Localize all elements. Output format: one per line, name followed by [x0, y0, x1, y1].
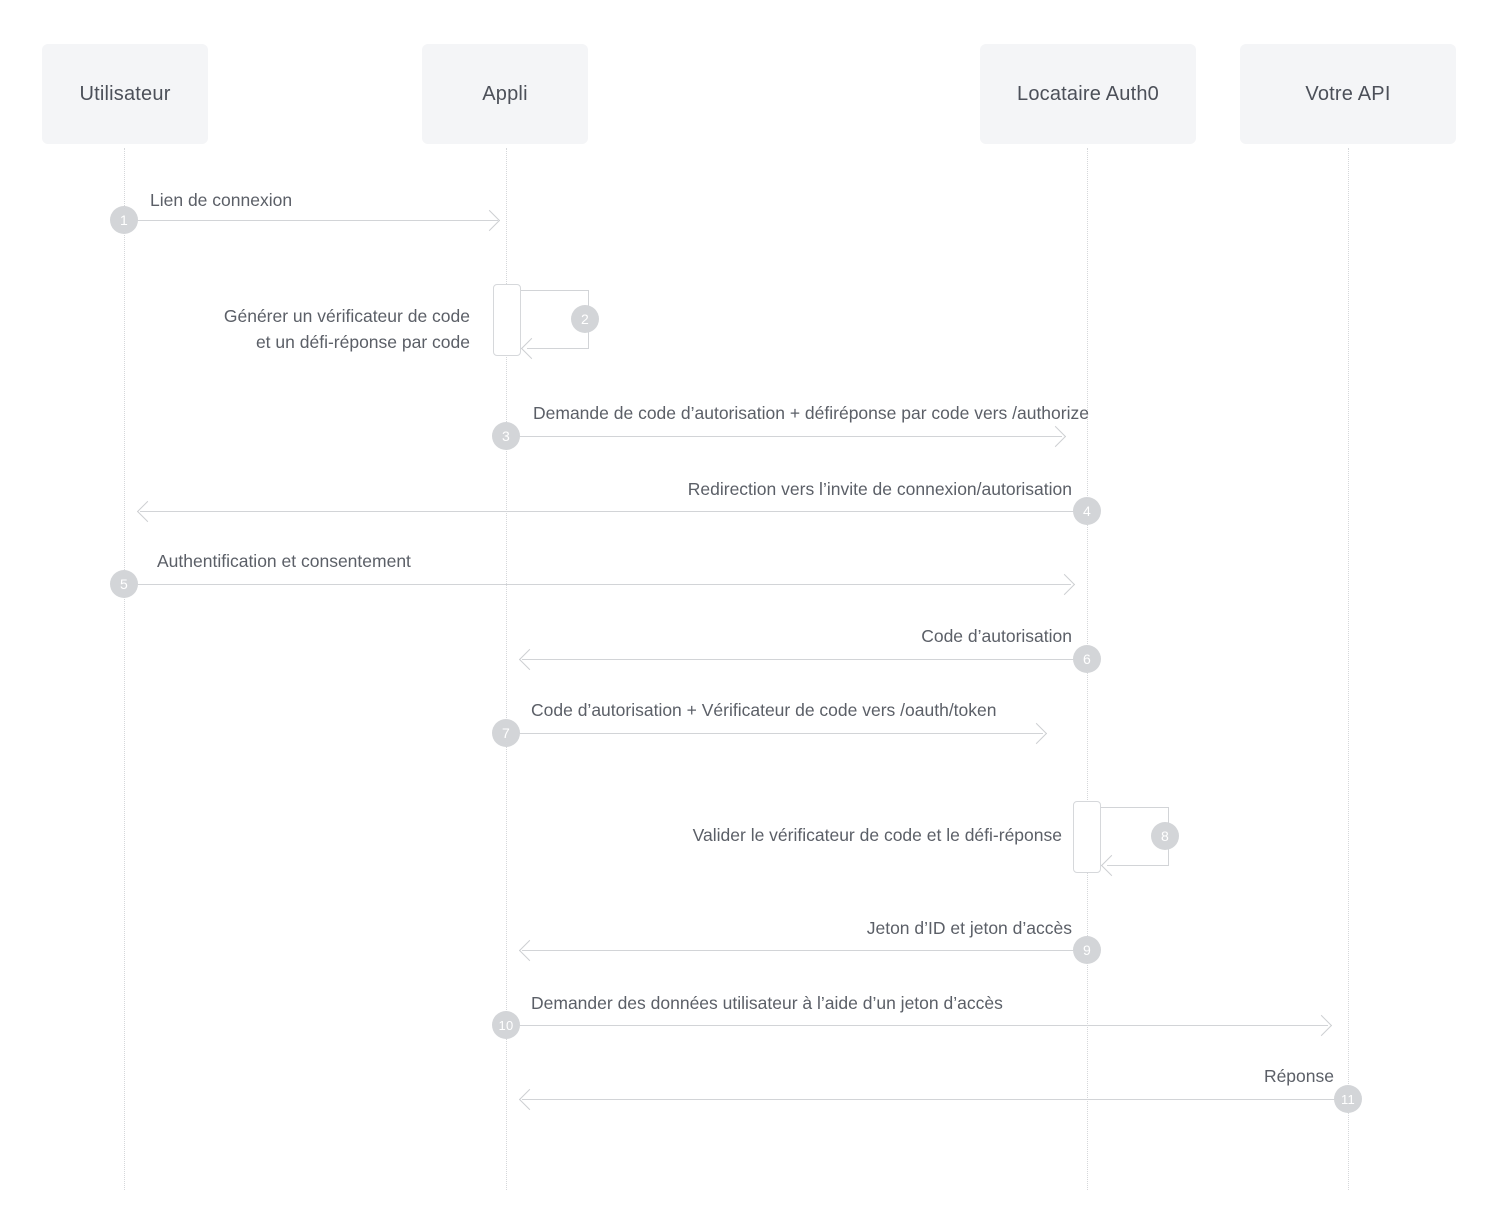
message-line-9 — [522, 950, 1087, 951]
step-badge-2[interactable]: 2 — [571, 305, 599, 333]
self-loop-bottom-2 — [527, 348, 589, 349]
participant-box-api: Votre API — [1240, 44, 1456, 144]
message-label-11: Réponse — [1263, 1066, 1334, 1086]
participant-box-app: Appli — [422, 44, 588, 144]
message-label-8: Valider le vérificateur de code et le dé… — [692, 825, 1062, 845]
step-badge-6[interactable]: 6 — [1073, 645, 1101, 673]
lifeline-api — [1348, 148, 1349, 1190]
message-line-1 — [124, 220, 498, 221]
message-line-7 — [506, 733, 1043, 734]
arrowhead-2 — [520, 337, 543, 360]
message-line-3 — [506, 436, 1062, 437]
step-badge-7[interactable]: 7 — [492, 719, 520, 747]
participant-label-api: Votre API — [1305, 83, 1391, 105]
arrowhead-8 — [1100, 854, 1123, 877]
message-label-6: Code d’autorisation — [921, 626, 1072, 646]
step-badge-5[interactable]: 5 — [110, 570, 138, 598]
arrowhead-3 — [1044, 425, 1067, 448]
message-label-9: Jeton d’ID et jeton d’accès — [866, 918, 1072, 938]
message-label-2: Générer un vérificateur de code et un dé… — [223, 306, 470, 353]
step-badge-10[interactable]: 10 — [492, 1011, 520, 1039]
arrowhead-11 — [518, 1088, 541, 1111]
arrowhead-4 — [136, 500, 159, 523]
message-line-5 — [124, 584, 1071, 585]
step-badge-9[interactable]: 9 — [1073, 936, 1101, 964]
message-line-11 — [522, 1099, 1348, 1100]
message-label-1: Lien de connexion — [150, 190, 293, 210]
participant-label-user: Utilisateur — [79, 83, 171, 105]
step-badge-3[interactable]: 3 — [492, 422, 520, 450]
participant-label-auth0: Locataire Auth0 — [1017, 83, 1159, 105]
arrowhead-1 — [478, 209, 501, 232]
arrowhead-9 — [518, 939, 541, 962]
message-line-4 — [140, 511, 1087, 512]
message-label-4: Redirection vers l’invite de connexion/a… — [687, 479, 1072, 499]
message-label-5: Authentification et consentement — [157, 551, 411, 571]
message-label-3: Demande de code d’autorisation + défirép… — [533, 403, 1089, 423]
participant-box-user: Utilisateur — [42, 44, 208, 144]
step-badge-11[interactable]: 11 — [1334, 1085, 1362, 1113]
message-label-7: Code d’autorisation + Vérificateur de co… — [531, 700, 997, 720]
self-loop-bottom-8 — [1107, 865, 1169, 866]
message-line-6 — [522, 659, 1087, 660]
arrowhead-5 — [1053, 573, 1076, 596]
arrowhead-7 — [1025, 722, 1048, 745]
arrowhead-10 — [1310, 1014, 1333, 1037]
lifeline-user — [124, 148, 125, 1190]
message-line-10 — [506, 1025, 1328, 1026]
self-loop-top-2 — [521, 290, 589, 291]
message-label-10: Demander des données utilisateur à l’aid… — [531, 993, 1003, 1013]
step-badge-4[interactable]: 4 — [1073, 497, 1101, 525]
step-badge-1[interactable]: 1 — [110, 206, 138, 234]
activation-box-app — [493, 284, 521, 356]
participant-box-auth0: Locataire Auth0 — [980, 44, 1196, 144]
activation-box-auth0 — [1073, 801, 1101, 873]
participant-label-app: Appli — [482, 83, 528, 105]
lifeline-app — [506, 148, 507, 1190]
step-badge-8[interactable]: 8 — [1151, 822, 1179, 850]
arrowhead-6 — [518, 648, 541, 671]
self-loop-top-8 — [1101, 807, 1169, 808]
